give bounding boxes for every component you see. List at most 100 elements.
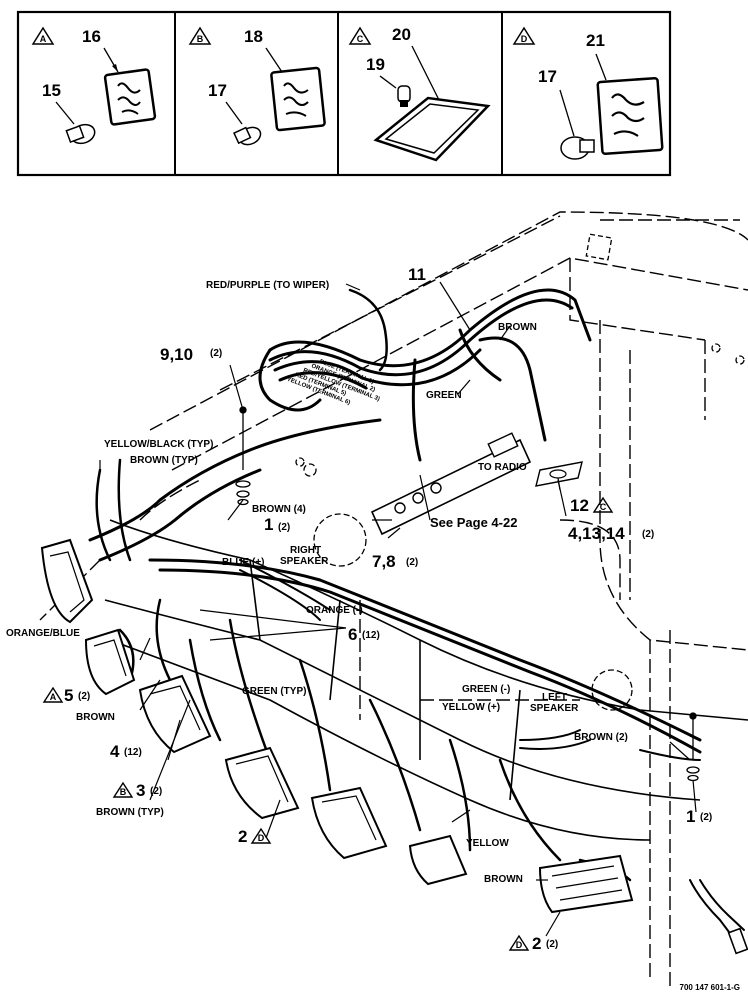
wire-label-brown-top: BROWN — [498, 322, 537, 333]
detail-box-d: D 21 17 — [512, 26, 664, 160]
cab-holes — [295, 343, 745, 711]
part-3-ref-triangle — [112, 781, 134, 798]
wire-label-orange-blue: ORANGE/BLUE — [6, 628, 80, 639]
detail-box-a: A 16 15 — [31, 26, 157, 145]
wire-label-yellow-bottom: YELLOW — [466, 838, 509, 849]
part-2-label-lower: 2 — [532, 934, 541, 953]
part-2-upper-ref-letter: D — [258, 833, 265, 843]
part-18-label: 18 — [244, 27, 263, 46]
wire-label-to-radio: TO RADIO — [478, 462, 527, 473]
wire-label-brown-4: BROWN (4) — [252, 504, 306, 515]
wire-label-blue-plus: BLUE (+) — [222, 557, 265, 568]
detail-box-c: C 20 19 — [348, 25, 491, 162]
bulb-icon — [65, 123, 96, 145]
part-5-qty: (2) — [78, 691, 90, 702]
lamp-5 — [84, 628, 136, 696]
part-6-label: 6 — [348, 625, 357, 644]
part-2-lower-ref-letter: D — [516, 940, 523, 950]
bulb-icon — [233, 126, 262, 146]
see-page-reference: See Page 4-22 — [430, 515, 517, 530]
part-6-qty: (12) — [362, 630, 380, 641]
part-12-label: 12 — [570, 496, 589, 515]
callout-letter-a: A — [40, 34, 47, 44]
screw-washer-stack — [235, 406, 700, 782]
lamp-middle — [310, 786, 388, 860]
large-lamp-lens-icon — [596, 76, 664, 156]
part-19-label: 19 — [366, 55, 385, 74]
wire-label-left-speaker-2: SPEAKER — [530, 703, 579, 714]
wire-label-right-speaker-2: SPEAKER — [280, 556, 329, 567]
wire-label-brown-left: BROWN — [76, 712, 115, 723]
wire-label-brown-2: BROWN (2) — [574, 732, 628, 743]
part-3-qty: (2) — [150, 786, 162, 797]
part-7-8-label: 7,8 — [372, 552, 396, 571]
part-1-label-top: 1 — [264, 515, 273, 534]
callout-letter-c: C — [357, 34, 364, 44]
part-4-13-14-qty: (2) — [642, 529, 654, 540]
part-12-ref-letter: C — [600, 502, 607, 512]
part-5-label: 5 — [64, 686, 73, 705]
part-9-10-qty: (2) — [210, 348, 222, 359]
callout-letter-b: B — [197, 34, 204, 44]
part-9-10-label: 9,10 — [160, 345, 193, 364]
lamp-2-lower — [538, 854, 634, 914]
callout-triangle-c — [348, 26, 372, 45]
cab-structure — [39, 211, 748, 990]
detail-boxes — [16, 10, 672, 177]
wire-label-brown-bottom: BROWN — [484, 874, 523, 885]
part-1-label-right: 1 — [686, 807, 695, 826]
part-4-13-14-label: 4,13,14 — [568, 524, 625, 543]
wire-label-right-speaker-1: RIGHT — [290, 545, 321, 556]
wire-label-left-speaker-1: LEFT — [542, 692, 567, 703]
lamp-left-top — [40, 538, 94, 624]
wire-label-green-top: GREEN — [426, 390, 462, 401]
part-17-label-d: 17 — [538, 67, 557, 86]
wire-label-brown-typ-bottom: BROWN (TYP) — [96, 807, 164, 818]
part-3-ref-letter: B — [120, 787, 127, 797]
wire-label-red-purple: RED/PURPLE (TO WIPER) — [206, 280, 329, 291]
cab-square-hole — [585, 233, 613, 261]
callout-triangle-d — [512, 26, 536, 45]
rectangular-lamp-lens-icon — [270, 66, 326, 132]
harness-connector-plug — [727, 927, 748, 955]
callout-letter-d: D — [521, 34, 528, 44]
radio-connector-plate — [370, 432, 532, 536]
part-2-lower-ref-triangle — [508, 934, 530, 951]
part-15-label: 15 — [42, 81, 61, 100]
part-7-8-qty: (2) — [406, 557, 418, 568]
part-3-label: 3 — [136, 781, 145, 800]
callout-triangle-b — [188, 26, 212, 45]
dome-lamp-lens-icon — [373, 96, 491, 162]
bulb-icon — [397, 85, 411, 107]
figure-code: 700 147 601-1-G — [680, 983, 741, 992]
wire-label-yellow-plus: YELLOW (+) — [442, 702, 500, 713]
square-lamp-lens-icon — [103, 68, 157, 126]
detail-box-b: B 18 17 — [188, 26, 326, 146]
part-2-upper-ref-triangle — [250, 827, 272, 844]
wire-label-green-typ: GREEN (TYP) — [242, 686, 306, 697]
wire-label-yellow-black: YELLOW/BLACK (TYP) — [104, 439, 213, 450]
lamp-right-small — [408, 834, 468, 886]
lamp-2-upper — [224, 746, 300, 820]
bulb-icon — [560, 136, 595, 160]
part-11-label: 11 — [408, 265, 426, 284]
part-5-ref-letter: A — [50, 692, 57, 702]
part-20-label: 20 — [392, 25, 411, 44]
part-5-ref-triangle — [42, 686, 64, 703]
wiring-harness — [88, 288, 745, 941]
part-16-label: 16 — [82, 27, 101, 46]
part-2-label-upper: 2 — [238, 827, 247, 846]
part-17-label: 17 — [208, 81, 227, 100]
radio-terminal-labels: BLUE (TERMINAL 1) ORANGE (TERMINAL 2) RE… — [286, 359, 381, 406]
part-21-label: 21 — [586, 31, 605, 50]
part-12-ref-triangle — [592, 496, 614, 513]
part-1-qty-right: (2) — [700, 812, 712, 823]
callout-triangle-a — [31, 26, 55, 45]
part-2-lower-qty: (2) — [546, 939, 558, 950]
front-panel — [104, 519, 748, 841]
wire-label-green-minus: GREEN (-) — [462, 684, 510, 695]
wire-label-brown-typ-top: BROWN (TYP) — [130, 455, 198, 466]
part-1-qty-top: (2) — [278, 522, 290, 533]
lamp-3 — [138, 674, 212, 754]
